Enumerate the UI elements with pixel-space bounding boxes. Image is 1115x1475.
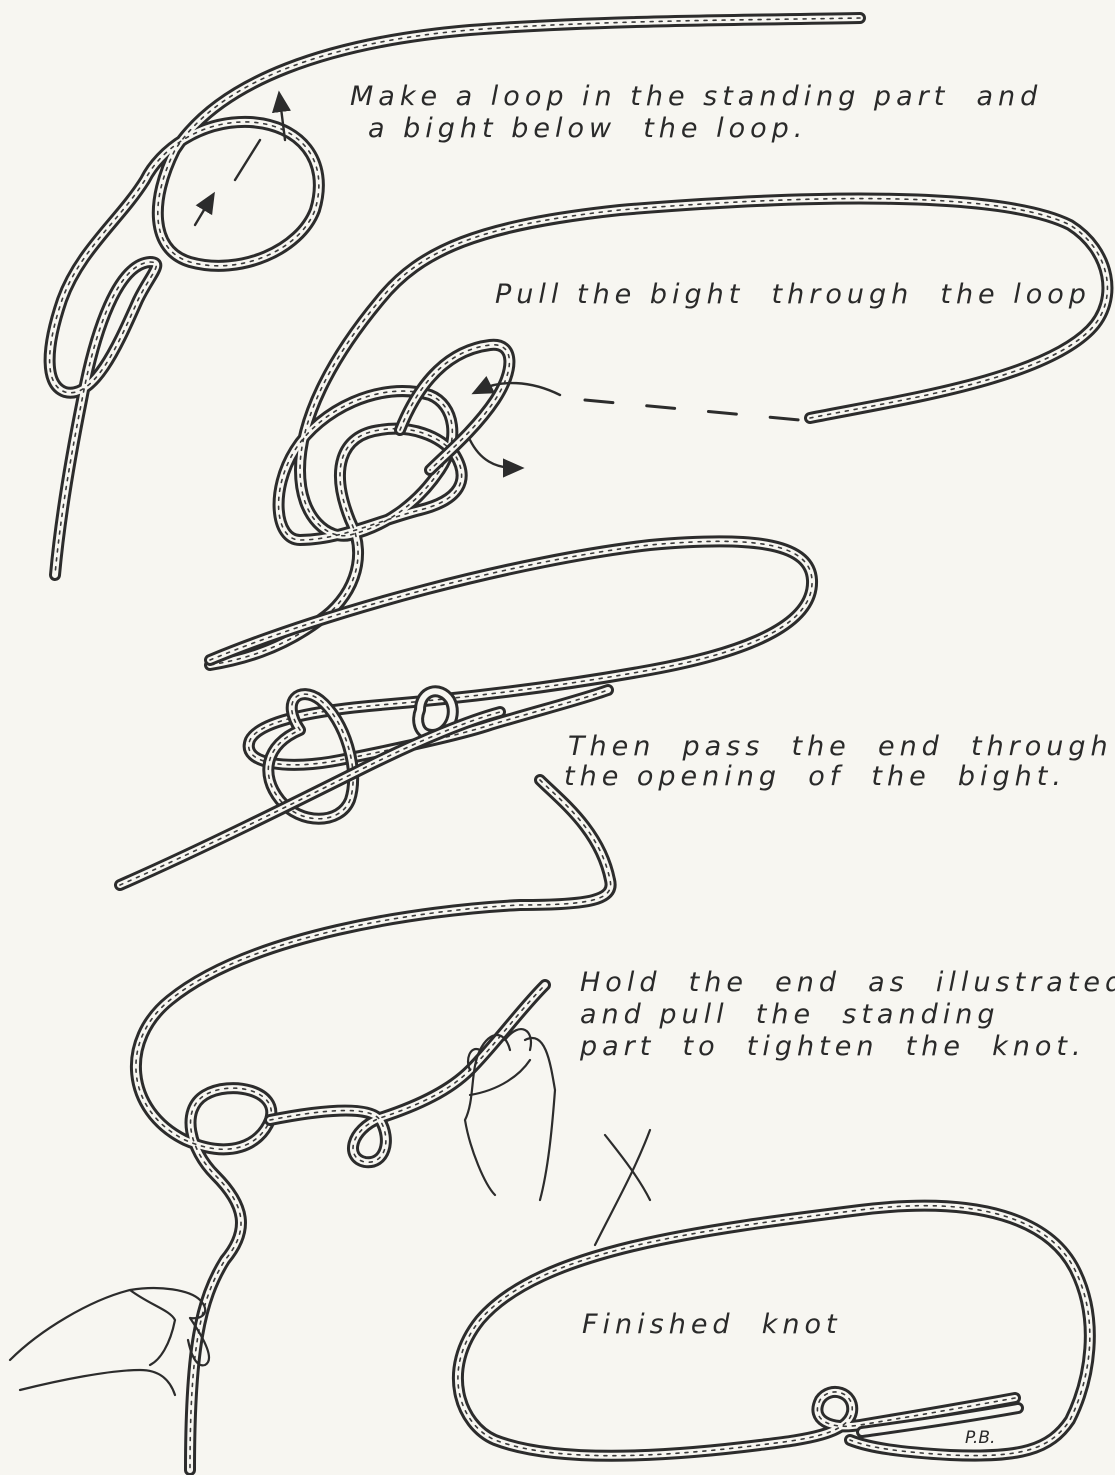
step-3-rope-illustration <box>120 541 812 885</box>
step-4-caption-line-3: part to tighten the knot. <box>580 1032 1086 1062</box>
artist-initials: P.B. <box>965 1428 995 1448</box>
cross-mark-icon <box>595 1130 650 1245</box>
step-4-caption-line-1: Hold the end as illustrated <box>580 968 1115 998</box>
step-1-caption-line-2: a bight below the loop. <box>368 114 807 144</box>
lower-hand-illustration <box>10 1288 209 1395</box>
step-4-caption-line-2: and pull the standing <box>580 1000 999 1030</box>
step-2-arrows <box>470 383 800 468</box>
step-4-rope-illustration <box>136 780 611 1470</box>
step-5-caption: Finished knot <box>582 1310 842 1340</box>
upper-hand-illustration <box>465 1029 555 1200</box>
step-2-rope-illustration <box>210 199 1107 665</box>
step-3-caption-line-1: Then pass the end through <box>568 732 1113 762</box>
step-3-caption-line-2: the opening of the bight. <box>564 762 1066 792</box>
step-1-caption-line-1: Make a loop in the standing part and <box>350 82 1042 112</box>
step-2-caption: Pull the bight through the loop <box>495 280 1091 310</box>
